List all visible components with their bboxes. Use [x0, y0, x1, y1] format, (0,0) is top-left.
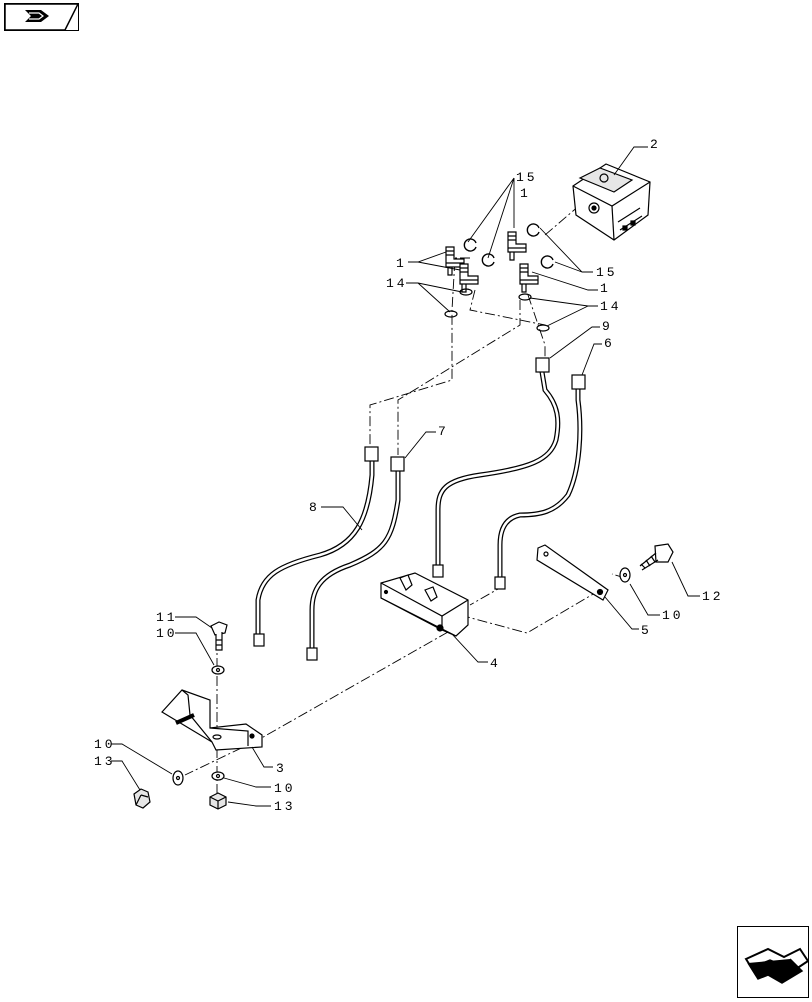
callout-13b: 13 — [274, 799, 296, 814]
callout-10a: 10 — [156, 626, 178, 641]
part-valve-block — [572, 163, 651, 241]
leader-lines — [111, 146, 700, 807]
callout-15a: 15 — [516, 170, 538, 185]
part-tube-8 — [253, 446, 379, 647]
callout-13a: 13 — [94, 754, 116, 769]
callout-11: 11 — [156, 610, 178, 625]
callout-9: 9 — [602, 319, 610, 334]
callout-4: 4 — [490, 656, 498, 671]
part-washers-10 — [172, 567, 631, 786]
part-tube-6 — [494, 374, 586, 590]
callout-14a: 14 — [386, 276, 408, 291]
callout-10c: 10 — [274, 781, 296, 796]
next-arrow-icon — [744, 947, 810, 984]
callout-2: 2 — [650, 137, 658, 152]
part-elbow-fittings — [445, 231, 539, 293]
part-clamp-block — [380, 572, 469, 637]
back-page-button[interactable] — [4, 3, 80, 31]
part-bolt-11 — [210, 621, 228, 651]
callout-1c: 1 — [600, 281, 608, 296]
callout-10b: 10 — [94, 737, 116, 752]
callout-6: 6 — [604, 336, 612, 351]
callout-12: 12 — [702, 589, 724, 604]
callout-3: 3 — [276, 761, 284, 776]
part-tube-9 — [432, 357, 561, 578]
part-seal-washers — [444, 288, 550, 332]
part-nuts-13 — [133, 788, 227, 810]
part-tube-7 — [306, 456, 405, 661]
callout-5: 5 — [641, 623, 649, 638]
callout-8: 8 — [309, 500, 317, 515]
callout-7: 7 — [438, 424, 446, 439]
callout-15b: 15 — [596, 265, 618, 280]
callout-1b: 1 — [520, 186, 528, 201]
callout-14b: 14 — [600, 299, 622, 314]
part-bolt-12 — [639, 543, 674, 571]
part-mounting-bracket — [161, 689, 263, 751]
part-o-rings — [463, 223, 554, 269]
part-bracket-plate — [536, 544, 609, 601]
callout-1a: 1 — [396, 256, 404, 271]
next-page-button[interactable] — [737, 926, 810, 998]
callout-labels: 1 1 1 1 2 3 4 5 6 7 8 9 10 10 10 10 11 1… — [94, 137, 724, 814]
callout-10d: 10 — [662, 608, 684, 623]
